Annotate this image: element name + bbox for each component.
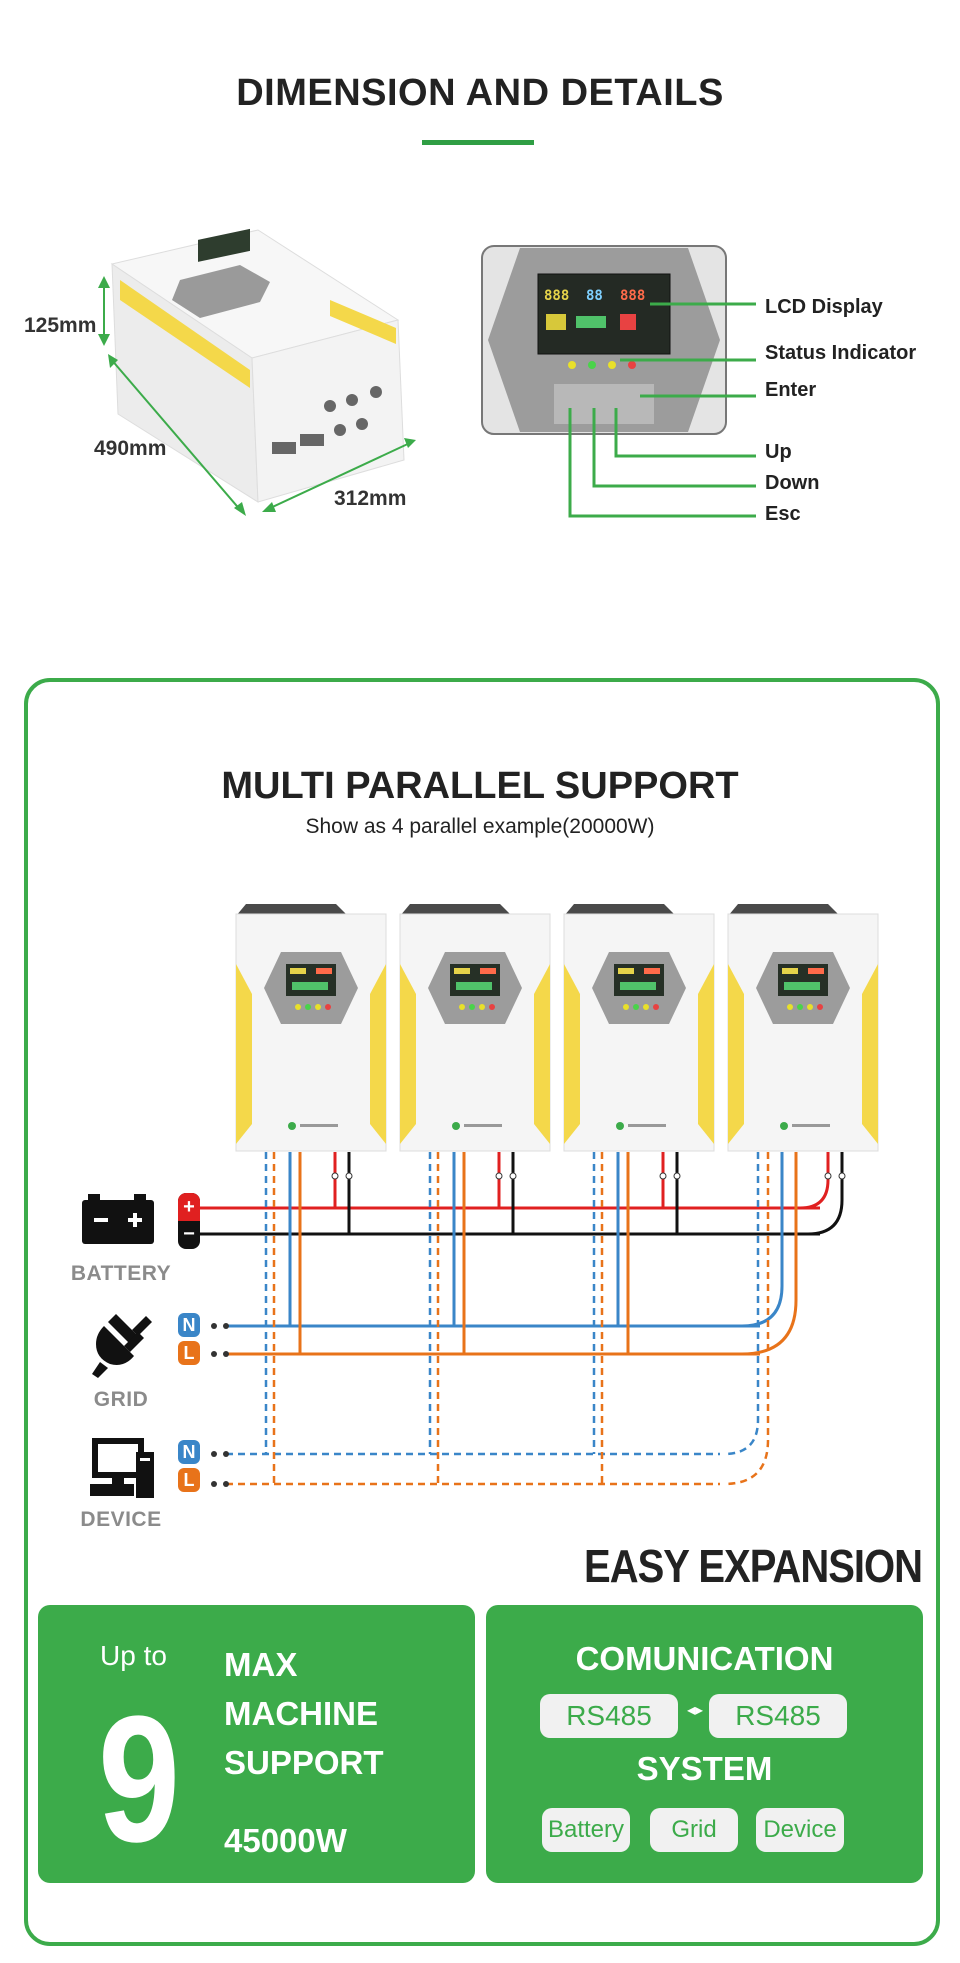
- depth-dimension: 490mm: [94, 437, 167, 460]
- device-label: DEVICE: [80, 1508, 162, 1531]
- callout-enter: Enter: [765, 379, 817, 401]
- page-title: DIMENSION AND DETAILS: [236, 72, 724, 114]
- communication-title: COMUNICATION: [575, 1640, 834, 1677]
- device-l: L: [178, 1468, 200, 1492]
- height-dimension: 125mm: [24, 314, 97, 337]
- bidirectional-arrow-icon: ◂▸: [686, 1702, 704, 1719]
- callout-down: Down: [765, 472, 820, 494]
- battery-minus: −: [183, 1223, 195, 1245]
- grid-n: N: [178, 1313, 200, 1337]
- width-dimension: 312mm: [334, 487, 407, 510]
- rs485-right: RS485: [709, 1694, 847, 1738]
- device-icon: [90, 1438, 154, 1498]
- battery-plus: +: [178, 1193, 200, 1221]
- inverter-unit-3: [563, 903, 715, 1152]
- max-machine-text: MAX MACHINE SUPPORT: [224, 1640, 384, 1787]
- easy-expansion-heading: EASY EXPANSION: [584, 1541, 923, 1593]
- title-underline: [422, 140, 534, 145]
- callout-lines: [568, 302, 756, 518]
- inverter-unit-2: [399, 903, 551, 1152]
- grid-plug-icon: [92, 1314, 152, 1378]
- product-dimension-illustration: [98, 228, 416, 516]
- svg-text:888: 888: [620, 288, 645, 304]
- device-n: N: [178, 1440, 200, 1464]
- svg-text:888: 888: [544, 288, 569, 304]
- inverter-unit-1: [235, 903, 387, 1152]
- svg-text:88: 88: [586, 288, 603, 304]
- parallel-subtitle: Show as 4 parallel example(20000W): [305, 815, 655, 838]
- system-item-grid: Grid: [650, 1808, 738, 1852]
- rs485-left: RS485: [540, 1694, 678, 1738]
- max-line-2: MACHINE: [224, 1695, 378, 1732]
- battery-label: BATTERY: [70, 1262, 172, 1285]
- parallel-wiring-diagram: [200, 903, 879, 1487]
- grid-terminals: N L: [178, 1313, 200, 1365]
- system-title: SYSTEM: [636, 1750, 773, 1787]
- inverter-unit-4: [727, 903, 879, 1152]
- system-item-battery: Battery: [542, 1808, 630, 1852]
- up-to-label: Up to: [100, 1640, 167, 1671]
- battery-terminals: + −: [178, 1193, 200, 1249]
- callout-esc: Esc: [765, 503, 801, 525]
- max-machine-card: [38, 1605, 475, 1883]
- grid-l: L: [178, 1341, 200, 1365]
- max-line-1: MAX: [224, 1646, 298, 1683]
- parallel-title: MULTI PARALLEL SUPPORT: [221, 765, 739, 807]
- callout-lcd-display: LCD Display: [765, 296, 883, 318]
- battery-icon: [82, 1194, 154, 1244]
- system-item-device: Device: [756, 1808, 844, 1852]
- max-line-3: SUPPORT: [224, 1744, 384, 1781]
- max-power: 45000W: [224, 1822, 347, 1859]
- grid-label: GRID: [93, 1388, 149, 1411]
- max-machine-number: 9: [98, 1679, 181, 1880]
- callout-up: Up: [765, 441, 792, 463]
- callout-status-indicator: Status Indicator: [765, 342, 917, 364]
- device-terminals: N L: [178, 1440, 200, 1492]
- control-panel-illustration: 888 88 888: [481, 245, 727, 435]
